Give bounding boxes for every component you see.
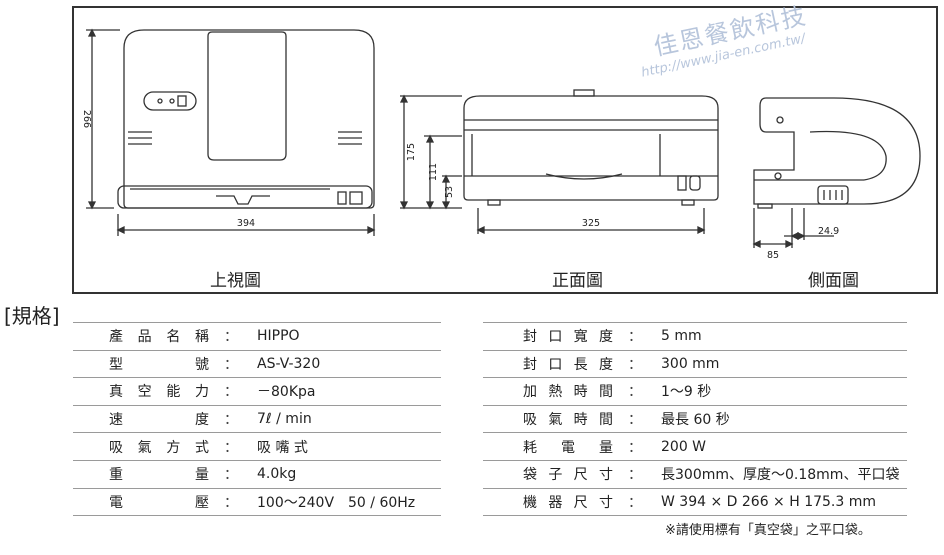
spec-label: 電壓 [73,488,209,517]
table-row: 吸氣方式：吸 嘴 式 [73,432,441,461]
spec-value: 5 mm [657,322,907,351]
colon: ： [613,322,657,351]
spec-value: 300 mm [657,350,907,379]
colon: ： [613,377,657,406]
front-view-drawing [399,89,719,235]
spec-value: 1～9 秒 [657,377,907,406]
side-view-depth-dim: 85 [767,250,779,261]
spec-label: 封口長度 [483,350,613,379]
spec-value: 長300mm、厚度～0.18mm、平口袋 [657,460,907,489]
spec-value: HIPPO [253,322,441,351]
spec-table-left: 產品名稱：HIPPO 型號：AS-V-320 真空能力：－80Kpa 速度：7ℓ… [73,322,441,517]
front-view-height-mid-dim: 111 [428,163,439,181]
spec-value: W 394 × D 266 × H 175.3 mm [657,488,907,517]
colon: ： [209,350,253,379]
top-view-height-dim: 266 [81,110,92,128]
spec-value: AS-V-320 [253,350,441,379]
table-row: 速度：7ℓ / min [73,405,441,434]
spec-table-right: 封口寬度：5 mm 封口長度：300 mm 加熱時間：1～9 秒 吸氣時間：最長… [483,322,907,517]
colon: ： [209,432,253,461]
spec-label: 封口寬度 [483,322,613,351]
top-view-drawing [86,28,376,236]
table-row: 型號：AS-V-320 [73,350,441,379]
side-view-small-dim: 24.9 [818,226,839,237]
table-row: 真空能力：－80Kpa [73,377,441,406]
side-view-caption: 側面圖 [808,271,859,291]
table-row: 加熱時間：1～9 秒 [483,377,907,406]
spec-value: 吸 嘴 式 [253,432,441,461]
colon: ： [209,405,253,434]
spec-label: 速度 [73,405,209,434]
front-view-caption: 正面圖 [552,271,603,291]
spec-value: 4.0kg [253,460,441,489]
spec-label: 耗電量 [483,432,613,461]
spec-label: 機器尺寸 [483,488,613,517]
spec-label: 重量 [73,460,209,489]
colon: ： [209,322,253,351]
spec-label: 吸氣時間 [483,405,613,434]
spec-label: 型號 [73,350,209,379]
colon: ： [209,488,253,517]
table-row: 電壓：100～240V 50 / 60Hz [73,488,441,517]
spec-value: 7ℓ / min [253,405,441,434]
usage-note: ※請使用標有「真空袋」之平口袋。 [665,523,871,538]
top-view-caption: 上視圖 [210,271,261,291]
colon: ： [613,488,657,517]
spec-label: 產品名稱 [73,322,209,351]
spec-value: －80Kpa [253,377,441,406]
technical-drawing: 394 266 325 175 111 53 85 24.9 [81,28,921,261]
colon: ： [209,460,253,489]
table-row: 重量：4.0kg [73,460,441,489]
spec-label: 加熱時間 [483,377,613,406]
spec-label: 真空能力 [73,377,209,406]
colon: ： [613,350,657,379]
front-view-height-low-dim: 53 [444,186,455,198]
side-view-drawing [752,97,921,249]
colon: ： [209,377,253,406]
spec-value: 最長 60 秒 [657,405,907,434]
spec-value: 200 W [657,432,907,461]
colon: ： [613,460,657,489]
technical-drawing-panel: 394 266 325 175 111 53 85 24.9 上視圖 正面圖 側… [72,6,938,294]
table-row: 袋子尺寸：長300mm、厚度～0.18mm、平口袋 [483,460,907,489]
spec-label: 吸氣方式 [73,432,209,461]
colon: ： [613,405,657,434]
spec-heading: [規格] [4,304,60,328]
front-view-width-dim: 325 [582,218,600,229]
spec-value: 100～240V 50 / 60Hz [253,488,441,517]
table-row: 產品名稱：HIPPO [73,322,441,351]
table-row: 封口寬度：5 mm [483,322,907,351]
table-row: 吸氣時間：最長 60 秒 [483,405,907,434]
table-row: 封口長度：300 mm [483,350,907,379]
spec-label: 袋子尺寸 [483,460,613,489]
top-view-width-dim: 394 [237,218,255,229]
table-row: 耗電量：200 W [483,432,907,461]
front-view-height-total-dim: 175 [406,143,417,161]
table-row: 機器尺寸：W 394 × D 266 × H 175.3 mm [483,488,907,517]
colon: ： [613,432,657,461]
